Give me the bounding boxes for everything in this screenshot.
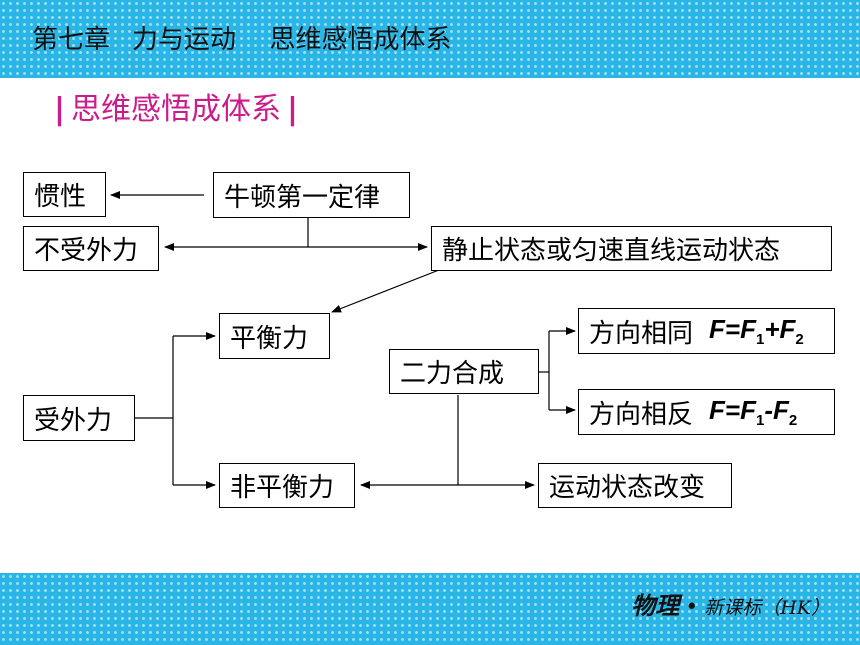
heading-bar-left: |	[54, 92, 65, 127]
node-same-direction-label: 方向相同	[589, 318, 694, 349]
node-newton-first-law-label: 牛顿第一定律	[224, 182, 381, 213]
formula-opposite-sub2: 2	[788, 412, 798, 430]
node-inertia-label: 惯性	[34, 182, 87, 212]
formula-same-sub1: 1	[755, 331, 765, 349]
formula-same-eq: =	[724, 313, 741, 344]
formula-same-f: F	[709, 313, 725, 344]
node-external-force-label: 受外力	[34, 405, 113, 436]
section-heading: |思维感悟成体系|	[48, 88, 304, 132]
node-balanced-force: 平衡力	[219, 313, 330, 359]
node-rest-or-uniform-motion-label: 静止状态或匀速直线运动状态	[442, 236, 781, 266]
node-opposite-direction-label: 方向相反	[589, 399, 694, 430]
formula-same-f1: F	[740, 313, 756, 344]
node-no-external-force-label: 不受外力	[34, 236, 139, 266]
formula-same-direction: F=F1+F2	[709, 314, 804, 348]
node-resultant-of-two-forces: 二力合成	[389, 349, 539, 394]
heading-text: 思维感悟成体系	[70, 92, 281, 127]
header-separator: |	[248, 25, 258, 55]
footer-subject: 物理	[631, 591, 680, 620]
header-title: 第七章力与运动 | 思维感悟成体系	[32, 20, 452, 60]
header-band: 第七章力与运动 | 思维感悟成体系	[0, 0, 860, 78]
formula-opposite-op: -	[764, 394, 773, 425]
node-rest-or-uniform-motion: 静止状态或匀速直线运动状态	[431, 226, 832, 271]
node-same-direction: 方向相同 F=F1+F2	[578, 308, 835, 354]
node-inertia: 惯性	[23, 172, 106, 217]
formula-same-sub2: 2	[795, 331, 804, 349]
chapter-number: 第七章	[32, 25, 111, 55]
formula-opposite-f1: F	[740, 394, 756, 425]
formula-opposite-direction: F=F1-F2	[709, 395, 797, 429]
formula-opposite-f2: F	[773, 394, 789, 425]
formula-same-f2: F	[779, 313, 796, 344]
node-newton-first-law: 牛顿第一定律	[213, 172, 410, 218]
chapter-title: 力与运动	[132, 25, 237, 55]
node-motion-state-change: 运动状态改变	[538, 463, 732, 508]
footer-edition: 新课标（HK）	[704, 597, 830, 619]
formula-same-op: +	[764, 313, 780, 344]
arrow-state-to-balanced	[331, 269, 440, 313]
footer-label: 物理•新课标（HK）	[631, 590, 830, 622]
node-unbalanced-force: 非平衡力	[219, 463, 355, 508]
heading-bar-right: |	[286, 92, 298, 127]
formula-opposite-eq: =	[724, 394, 741, 425]
node-unbalanced-force-label: 非平衡力	[230, 473, 335, 503]
node-balanced-force-label: 平衡力	[230, 323, 309, 354]
node-external-force: 受外力	[23, 395, 135, 441]
formula-opposite-f: F	[709, 394, 725, 425]
node-resultant-of-two-forces-label: 二力合成	[400, 359, 505, 389]
footer-dot: •	[685, 595, 699, 620]
node-opposite-direction: 方向相反 F=F1-F2	[578, 389, 835, 435]
node-no-external-force: 不受外力	[23, 226, 159, 271]
footer-band	[0, 573, 860, 645]
node-motion-state-change-label: 运动状态改变	[549, 473, 706, 503]
header-section: 思维感悟成体系	[269, 25, 452, 55]
formula-opposite-sub1: 1	[755, 412, 765, 430]
